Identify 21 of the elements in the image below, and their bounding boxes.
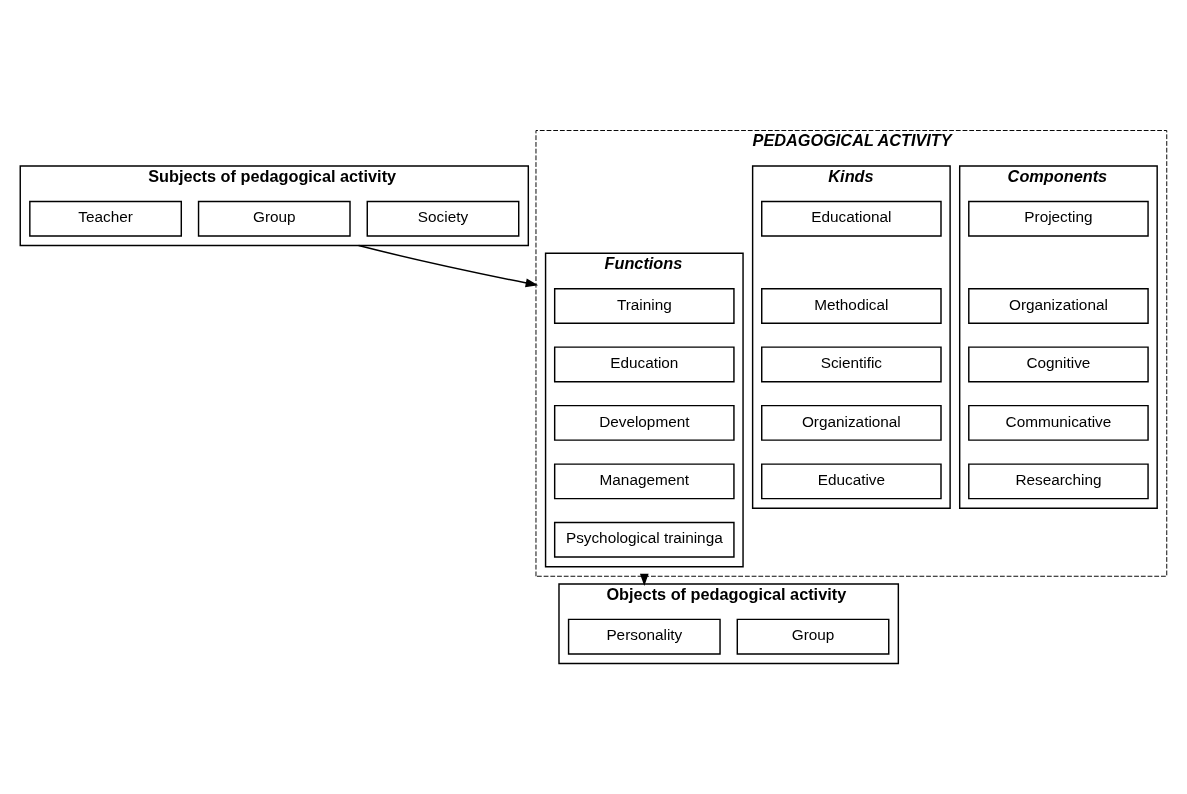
node-box: Cognitive — [968, 346, 1149, 383]
node-box: Psychological traininga — [553, 521, 735, 558]
node-box: Development — [553, 404, 735, 441]
node-box: Teacher — [29, 200, 182, 237]
node-box: Methodical — [761, 287, 942, 324]
node-box: Education — [553, 346, 735, 383]
node-box: Group — [736, 618, 890, 655]
node-box: Personality — [567, 618, 721, 655]
node-box: Management — [553, 463, 735, 500]
node-box: Scientific — [761, 346, 942, 383]
node-box: Educative — [761, 463, 942, 500]
node-box: Group — [197, 200, 351, 237]
node-box: Educational — [761, 200, 942, 237]
node-box: Projecting — [968, 200, 1149, 237]
node-box: Organizational — [761, 404, 942, 441]
arrow — [357, 244, 539, 288]
node-box: Organizational — [968, 287, 1149, 324]
node-box: Communicative — [968, 404, 1149, 441]
node-box: Researching — [968, 463, 1149, 500]
node-box: Society — [366, 200, 520, 237]
node-box: Training — [553, 287, 735, 324]
